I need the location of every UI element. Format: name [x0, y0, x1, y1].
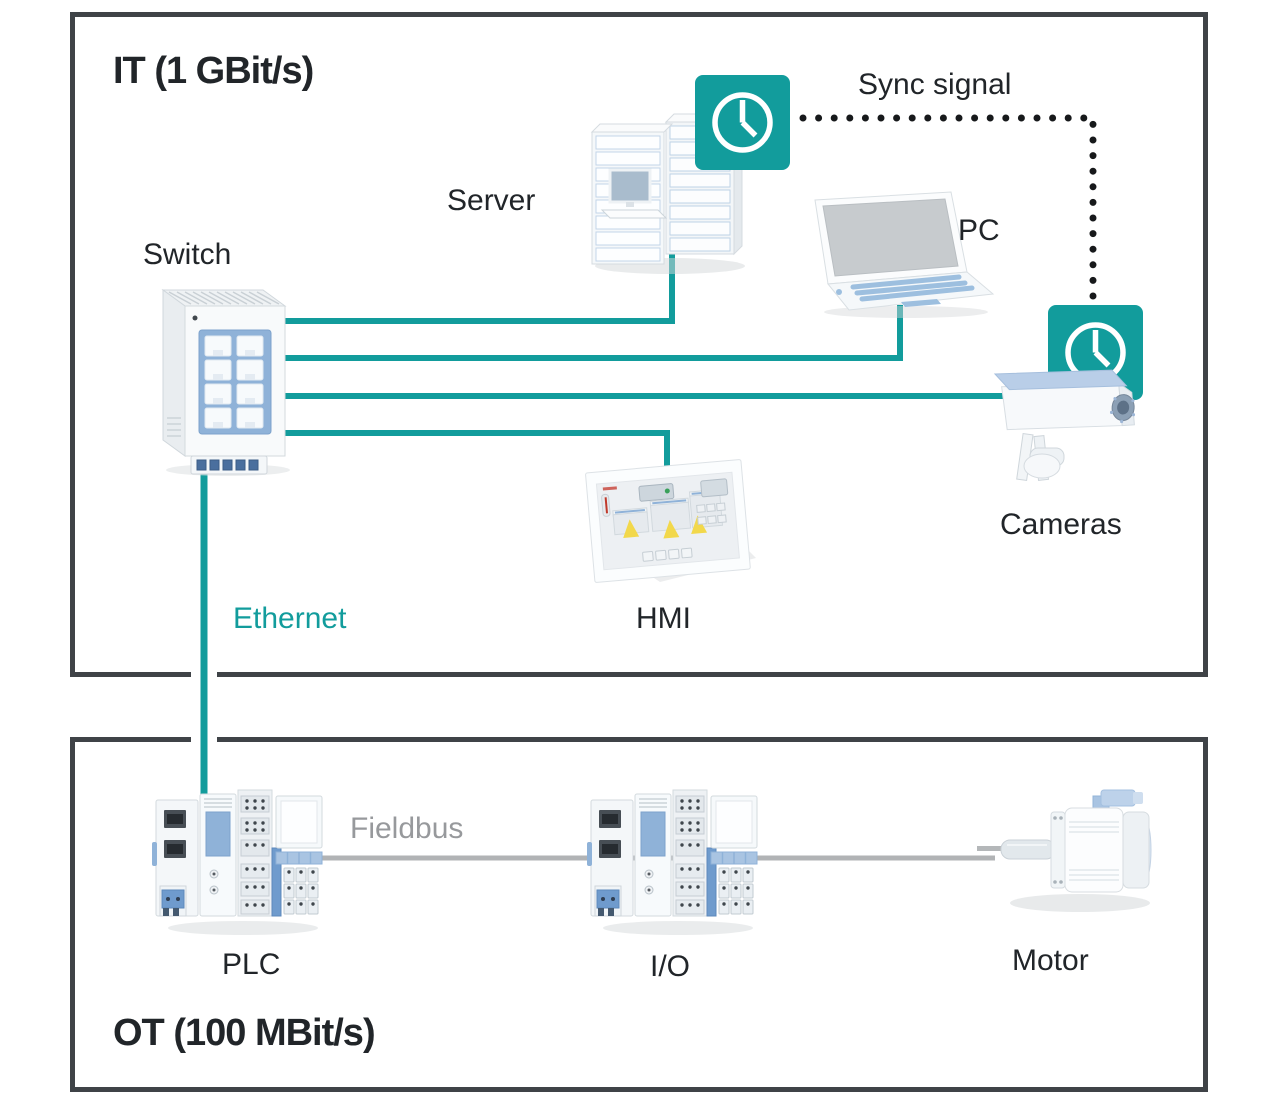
- io-label: I/O: [650, 950, 691, 983]
- pc-label: PC: [958, 214, 1000, 247]
- motor-label: Motor: [1012, 944, 1089, 977]
- ot-zone-box: [70, 737, 1208, 1092]
- hmi-label: HMI: [636, 602, 691, 635]
- switch-pc-link: [229, 305, 903, 361]
- plc-label: PLC: [222, 948, 281, 981]
- fieldbus-label: Fieldbus: [350, 812, 464, 845]
- io-icon: [586, 789, 758, 936]
- pc-icon: [814, 191, 995, 318]
- server-label: Server: [447, 184, 536, 217]
- hmi-icon: [585, 459, 756, 583]
- plc-icon: [151, 789, 323, 936]
- camera-icon: [993, 369, 1136, 482]
- switch-icon: [161, 289, 290, 476]
- sync-signal-dotted-line: [799, 114, 1097, 301]
- switch-label: Switch: [143, 238, 232, 271]
- ot-zone-title: OT (100 MBit/s): [113, 1012, 376, 1054]
- ethernet-label: Ethernet: [233, 602, 347, 635]
- switch-server-link: [229, 254, 675, 324]
- sync-signal-label: Sync signal: [858, 68, 1012, 101]
- switch-hmi-link: [229, 430, 670, 470]
- it-zone-box: [70, 12, 1208, 677]
- cameras-label: Cameras: [1000, 508, 1122, 541]
- it-zone-title: IT (1 GBit/s): [113, 50, 314, 92]
- clock-icon-server: [695, 75, 790, 170]
- motor-icon: [977, 789, 1152, 912]
